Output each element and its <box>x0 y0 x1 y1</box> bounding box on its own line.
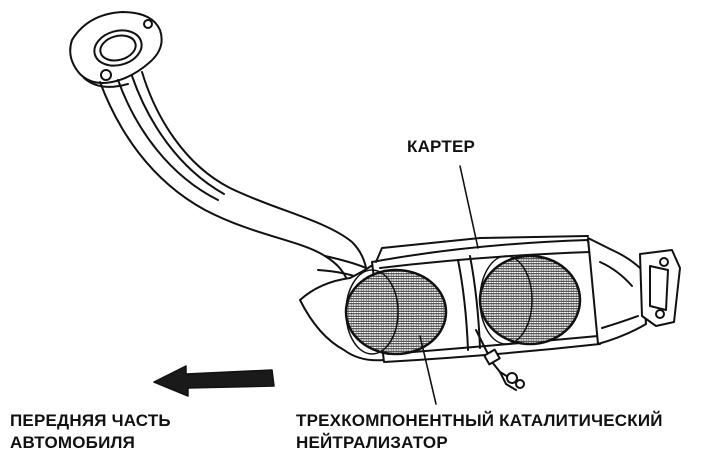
vehicle-front-label-line1: ПЕРЕДНЯЯ ЧАСТЬ <box>10 411 171 430</box>
front-substrate <box>344 268 448 356</box>
vehicle-front-label-line2: АВТОМОБИЛЯ <box>10 433 136 452</box>
vehicle-front-label: ПЕРЕДНЯЯ ЧАСТЬ АВТОМОБИЛЯ <box>10 410 171 454</box>
catalyst-leader-line <box>419 335 437 405</box>
catalyst-label-line1: ТРЕХКОМПОНЕНТНЫЙ КАТАЛИТИЧЕСКИЙ <box>296 411 663 430</box>
catalyst-label-line2: НЕЙТРАЛИЗАТОР <box>296 433 448 452</box>
front-direction-arrow-icon <box>153 365 275 397</box>
housing-label: КАРТЕР <box>407 137 476 156</box>
catalyst-label: ТРЕХКОМПОНЕНТНЫЙ КАТАЛИТИЧЕСКИЙ НЕЙТРАЛИ… <box>296 410 663 454</box>
rear-substrate <box>478 254 582 346</box>
front-flange-icon <box>69 11 163 88</box>
exhaust-pipe-icon <box>99 71 367 283</box>
housing-leader-line <box>459 165 479 249</box>
oxygen-sensor-icon <box>475 329 525 391</box>
catalytic-converter-icon <box>299 235 681 363</box>
